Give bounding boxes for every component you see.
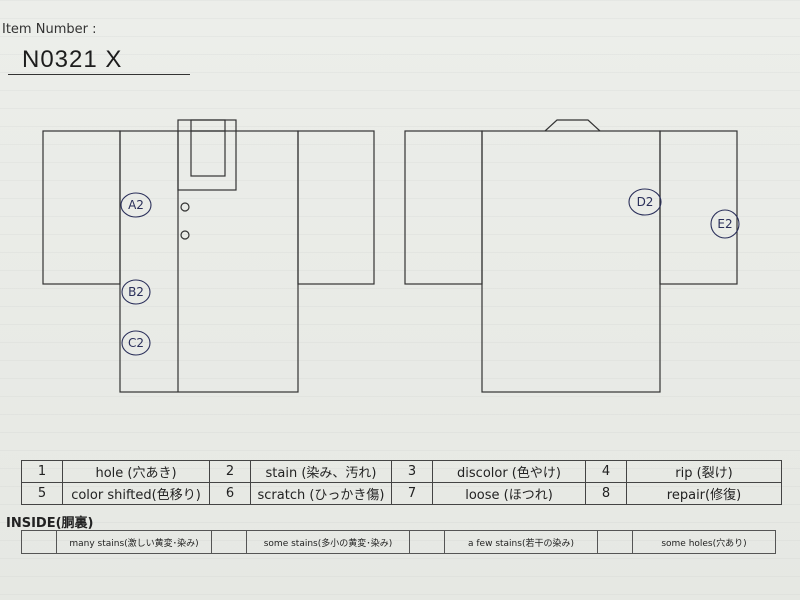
front-right-sleeve — [297, 130, 375, 285]
code-label: discolor (色やけ) — [432, 460, 586, 483]
defect-codes-row: 5 color shifted(色移り) 6 scratch (ひっかき傷) 7… — [21, 482, 782, 505]
back-body — [481, 130, 661, 393]
code-number: 6 — [209, 482, 251, 505]
inside-checkbox-few-stains[interactable] — [409, 530, 445, 554]
code-label: color shifted(色移り) — [62, 482, 210, 505]
code-number: 2 — [209, 460, 251, 483]
inside-option-few-stains: a few stains(若干の染み) — [444, 530, 598, 554]
mark-b2-circle — [121, 279, 151, 305]
code-label: repair(修復) — [626, 482, 782, 505]
front-button-upper — [180, 202, 190, 212]
inside-label: INSIDE(胴裏) — [6, 516, 94, 531]
mark-c2-text: C2 — [128, 336, 144, 350]
inside-lining-table: many stains(激しい黄変･染み) some stains(多小の黄変･… — [21, 530, 776, 554]
mark-b2-text: B2 — [128, 285, 144, 299]
item-number-value: N0321 X — [22, 46, 123, 73]
inside-checkbox-some-stains[interactable] — [211, 530, 247, 554]
mark-d2-text: D2 — [637, 195, 654, 209]
inside-option-some-holes: some holes(穴あり) — [632, 530, 776, 554]
code-label: loose (ほつれ) — [432, 482, 586, 505]
mark-e2-circle — [710, 209, 740, 239]
mark-d2-circle — [628, 188, 662, 216]
inside-checkbox-some-holes[interactable] — [597, 530, 633, 554]
code-label: hole (穴あき) — [62, 460, 210, 483]
mark-c2-circle — [121, 330, 151, 356]
defect-codes-row: 1 hole (穴あき) 2 stain (染み、汚れ) 3 discolor … — [21, 460, 782, 483]
front-body — [119, 130, 299, 393]
code-number: 4 — [585, 460, 627, 483]
defect-codes-table: 1 hole (穴あき) 2 stain (染み、汚れ) 3 discolor … — [21, 460, 782, 505]
inside-lining-row: many stains(激しい黄変･染み) some stains(多小の黄変･… — [21, 530, 776, 554]
code-label: stain (染み、汚れ) — [250, 460, 392, 483]
back-right-sleeve — [659, 130, 738, 285]
jacket-diagram: A2 B2 C2 D2 E2 — [42, 119, 740, 393]
item-number-label: Item Number : — [2, 22, 97, 37]
mark-a2-circle — [120, 192, 152, 218]
code-label: scratch (ひっかき傷) — [250, 482, 392, 505]
code-label: rip (裂け) — [626, 460, 782, 483]
mark-a2-text: A2 — [128, 198, 144, 212]
code-number: 7 — [391, 482, 433, 505]
code-number: 3 — [391, 460, 433, 483]
front-collar-inner — [190, 119, 226, 177]
back-collar — [544, 119, 601, 132]
code-number: 5 — [21, 482, 63, 505]
inside-checkbox-many-stains[interactable] — [21, 530, 57, 554]
code-number: 1 — [21, 460, 63, 483]
front-left-sleeve — [42, 130, 121, 285]
back-left-sleeve — [404, 130, 483, 285]
code-number: 8 — [585, 482, 627, 505]
inside-option-some-stains: some stains(多小の黄変･染み) — [246, 530, 410, 554]
mark-e2-text: E2 — [717, 217, 732, 231]
inside-option-many-stains: many stains(激しい黄変･染み) — [56, 530, 212, 554]
front-button-lower — [180, 230, 190, 240]
item-number-underline — [8, 74, 190, 75]
